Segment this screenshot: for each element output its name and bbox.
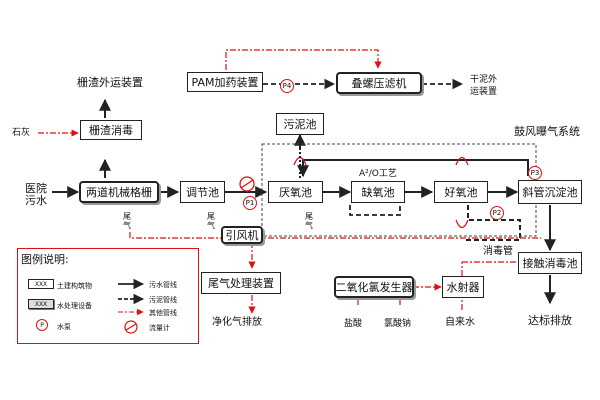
- label-tap-water: 自来水: [445, 317, 475, 328]
- legend-equipment: 水处理设备: [57, 302, 92, 310]
- box-screw-press: 叠螺压滤机: [336, 72, 422, 94]
- box-anaerobic: 厌氧池: [268, 181, 323, 203]
- label-disinfect-pipe: 消毒管: [483, 246, 513, 257]
- box-screen-disinfect: 栅渣消毒: [80, 120, 142, 140]
- label-screen-transport: 栅渣外运装置: [77, 76, 143, 89]
- label-chlorate: 氯酸钠: [384, 319, 412, 329]
- label-discharge: 达标排放: [528, 314, 572, 327]
- legend-flowmeter: 流量计: [149, 324, 170, 332]
- box-pam-dosing: PAM加药装置: [187, 72, 263, 92]
- box-aerobic: 好氧池: [434, 181, 488, 203]
- offgas-1: 尾 气: [123, 212, 131, 230]
- box-inclined-settler: 斜管沉淀池: [518, 180, 582, 204]
- box-sludge-tank: 污泥池: [276, 113, 324, 135]
- label-blower: 鼓风曝气系统: [514, 125, 580, 138]
- legend-sludge: 污泥管线: [149, 296, 177, 304]
- box-odor-treatment: 尾气处理装置: [201, 272, 281, 294]
- legend-lines: [118, 278, 145, 334]
- legend-pump: 水泵: [57, 323, 71, 331]
- label-hospital-sewage: 医院 污水: [25, 182, 47, 207]
- offgas-3: 尾 气: [305, 212, 313, 230]
- pump-p2: P2: [490, 206, 504, 220]
- legend-other: 其他管线: [149, 309, 177, 317]
- legend-civil: 土建构筑物: [57, 282, 92, 290]
- sewage-main-line: [52, 98, 556, 305]
- label-clean-air: 净化气排放: [212, 317, 262, 328]
- legend-swatch-civil: XXX: [28, 279, 54, 289]
- legend-sewage: 污水管线: [149, 281, 177, 289]
- legend-pump-icon: P: [36, 319, 48, 331]
- legend-swatch-equipment: XXX: [28, 299, 54, 309]
- label-a2o: A²/O工艺: [359, 169, 397, 179]
- label-dry-sludge: 干泥外 运装置: [470, 75, 498, 97]
- box-contact-tank: 接触消毒池: [518, 252, 582, 274]
- box-anoxic: 缺氧池: [351, 181, 405, 203]
- sludge-line: [263, 78, 464, 216]
- box-dual-screen: 两道机械格栅: [79, 181, 159, 203]
- legend-title: 图例说明:: [21, 253, 69, 266]
- pump-p1: P1: [243, 196, 257, 210]
- box-equalization: 调节池: [180, 181, 225, 203]
- offgas-2: 尾 气: [207, 212, 215, 230]
- box-ejector: 水射器: [442, 276, 484, 298]
- box-induced-fan: 引风机: [221, 226, 263, 244]
- box-clo2-generator: 二氧化氯发生器: [334, 276, 414, 298]
- label-lime: 石灰: [12, 128, 31, 138]
- label-hcl: 盐酸: [344, 319, 363, 329]
- other-line: [38, 49, 541, 314]
- pump-p3: P3: [528, 166, 542, 180]
- return-line: [294, 133, 529, 241]
- pump-p4: P4: [280, 79, 294, 93]
- legend-box: 图例说明: XXX 土建构筑物 XXX 水处理设备 P 水泵 污水管线 污泥管线…: [17, 248, 199, 344]
